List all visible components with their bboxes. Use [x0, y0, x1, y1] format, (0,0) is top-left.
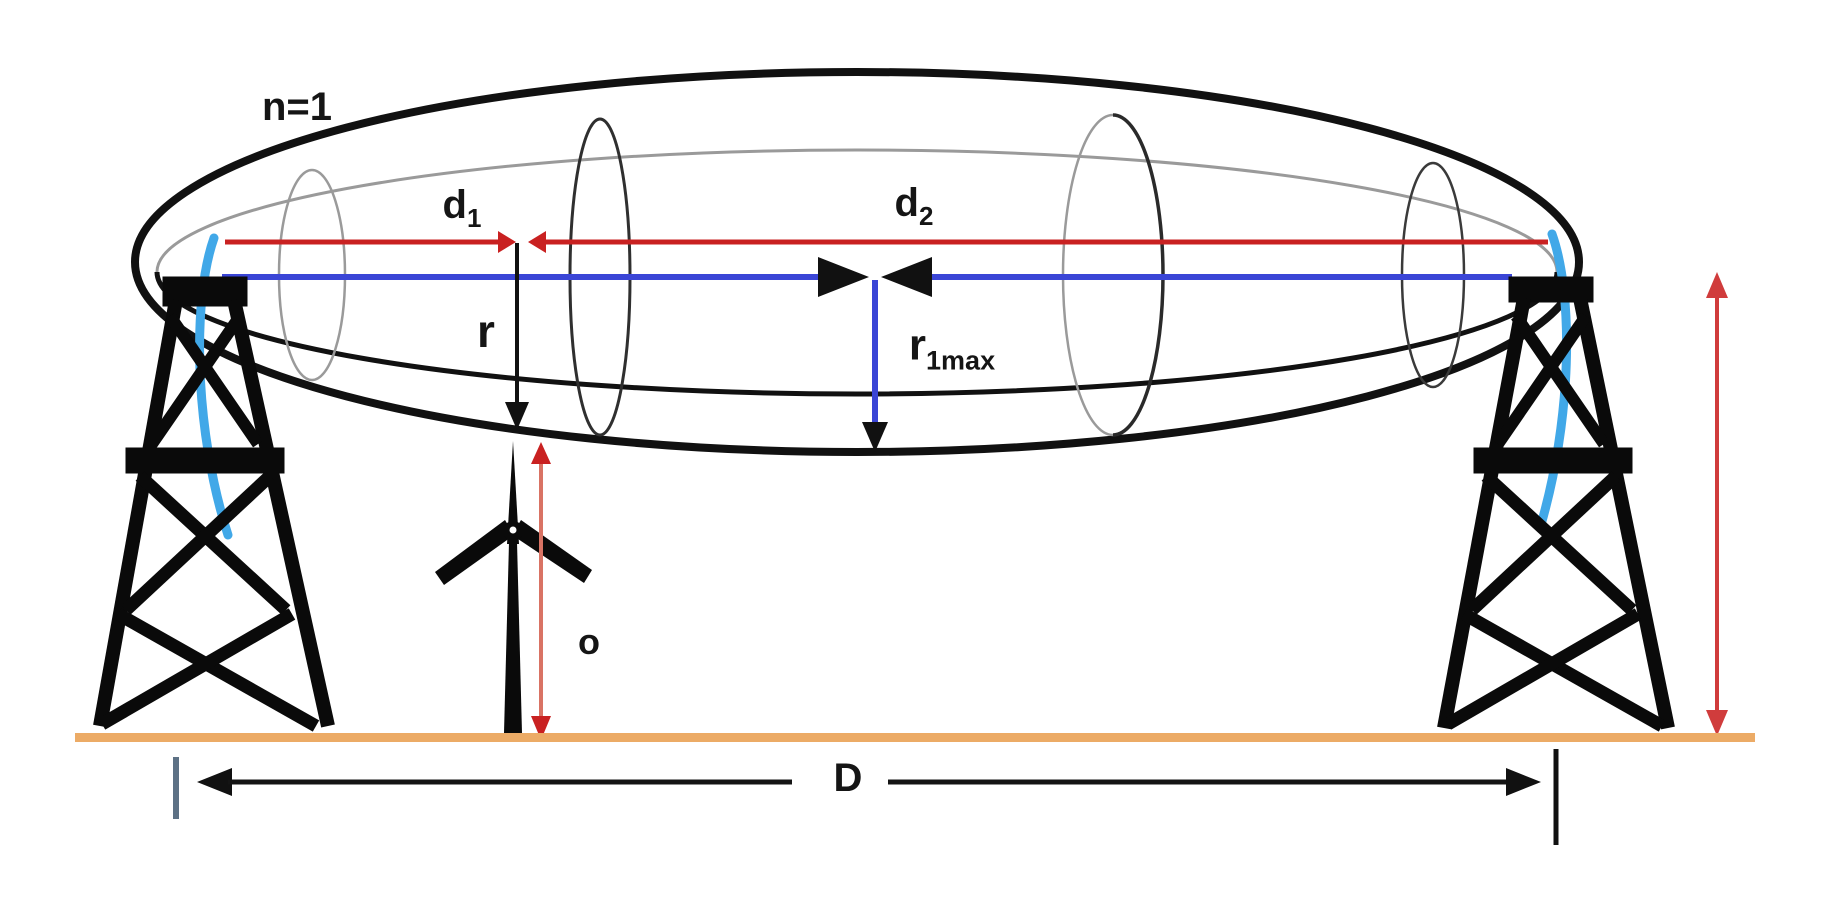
fresnel-ellipse-outer — [131, 68, 1583, 456]
d-arrowhead-left — [197, 768, 232, 796]
d2-arrowhead — [528, 231, 546, 253]
zone-number-text: n=1 — [261, 85, 333, 129]
right-transmission-tower-icon — [1437, 276, 1675, 732]
d-arrowhead-right — [1506, 768, 1541, 796]
r1max-label: r1max — [908, 320, 996, 376]
r1max-radius-arrow — [862, 280, 888, 452]
r-radius-arrow — [505, 243, 529, 430]
d-dimension-line — [173, 749, 1559, 845]
sight-arrowhead-left — [818, 257, 869, 297]
d1-label: d1 — [442, 183, 482, 233]
obstacle-height-arrow — [531, 442, 551, 740]
fresnel-ellipse-inner-top — [155, 148, 1559, 273]
r-label: r — [477, 305, 495, 357]
line-of-sight — [222, 257, 1512, 297]
tower-height-arrow — [1706, 272, 1728, 736]
zone-number-label: n=1 — [262, 87, 332, 127]
ground-line — [75, 733, 1755, 742]
d2-label: d2 — [894, 181, 934, 231]
distance-label: D — [833, 756, 863, 800]
fresnel-ellipse-inner-bottom — [154, 271, 1560, 397]
d1-arrowhead — [498, 231, 516, 253]
left-transmission-tower-icon — [93, 276, 335, 732]
wind-turbine-icon — [435, 441, 592, 733]
obstacle-height-label: o — [578, 621, 600, 662]
antenna-beam-right-icon — [1535, 229, 1572, 533]
sight-arrowhead-right — [881, 257, 932, 297]
d1-d2-dimension-line — [225, 231, 1548, 253]
